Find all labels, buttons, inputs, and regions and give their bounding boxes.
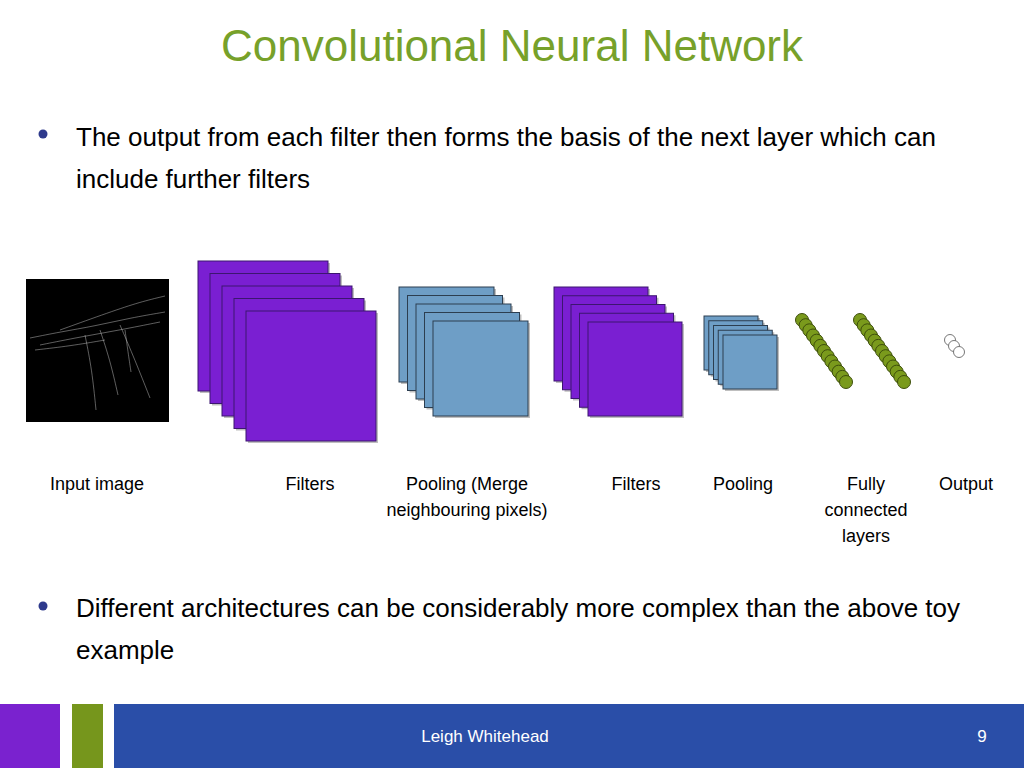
slide-title: Convolutional Neural Network xyxy=(0,18,1024,74)
slide-number: 9 xyxy=(962,726,1002,748)
bullet-text: The output from each filter then forms t… xyxy=(76,116,996,200)
filter-stack-drawing xyxy=(193,255,383,555)
feature-map xyxy=(723,335,777,389)
layer-label: Input image xyxy=(17,471,177,497)
fully-connected-layers: Fully connected layers xyxy=(793,255,923,555)
layer-label: Pooling (Merge neighbouring pixels) xyxy=(367,471,567,523)
feature-map xyxy=(588,322,682,416)
layer-label: Fully connected layers xyxy=(811,471,921,549)
input-image-drawing xyxy=(15,255,180,555)
output-nodes: Output xyxy=(927,255,1005,555)
particle-track xyxy=(40,322,160,345)
particle-track xyxy=(60,296,165,330)
neuron xyxy=(898,376,911,389)
particle-track xyxy=(35,340,105,350)
layer-label: Filters xyxy=(250,471,370,497)
bullet-dot xyxy=(39,602,48,611)
footer-green-block xyxy=(72,704,103,768)
output-neuron xyxy=(954,347,965,358)
filter-stack-drawing xyxy=(548,255,694,555)
footer-blue-band xyxy=(114,704,1024,768)
filter-stack: Filters xyxy=(193,255,383,555)
bullet-text: Different architectures can be considera… xyxy=(76,587,996,671)
output-nodes-drawing xyxy=(927,255,1005,555)
particle-track xyxy=(120,325,150,398)
layer-label: Pooling xyxy=(698,471,788,497)
pooling-stack: Pooling (Merge neighbouring pixels) xyxy=(360,255,574,555)
footer-purple-block xyxy=(0,704,60,768)
feature-map xyxy=(246,311,376,441)
input-image: Input image xyxy=(15,255,180,555)
input-image-frame xyxy=(26,279,169,422)
pooling-stack: Pooling xyxy=(696,255,790,555)
layer-label: Output xyxy=(929,471,1003,497)
pooling-stack-drawing xyxy=(696,255,790,555)
neuron xyxy=(840,376,853,389)
bullet-dot xyxy=(39,130,48,139)
particle-track xyxy=(100,330,118,395)
layer-label: Filters xyxy=(581,471,691,497)
particle-track xyxy=(125,330,131,372)
particle-track xyxy=(85,335,96,410)
filter-stack: Filters xyxy=(548,255,694,555)
feature-map xyxy=(433,321,528,416)
footer-author: Leigh Whitehead xyxy=(385,726,585,748)
